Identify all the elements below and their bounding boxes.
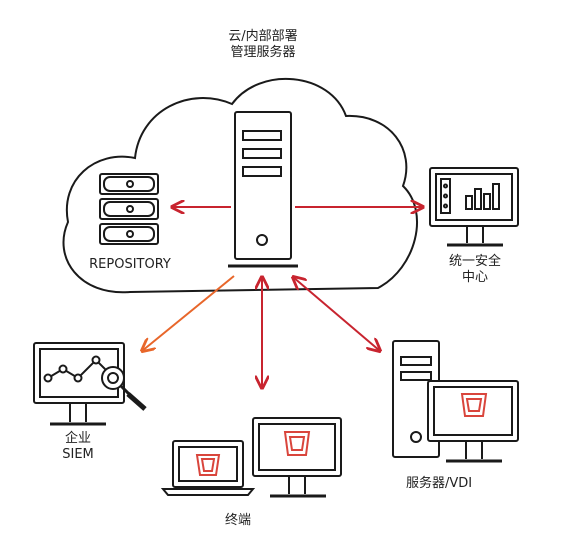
arrow-to-siem xyxy=(142,275,235,351)
logo-icon xyxy=(283,431,311,456)
logo-icon xyxy=(460,393,488,417)
management-server-icon xyxy=(228,111,298,268)
security-center-label: 统一安全 中心 xyxy=(429,254,521,286)
cloud-icon xyxy=(62,77,418,294)
arrow-servers-vdi xyxy=(293,277,380,351)
management-server-label-line2: 管理服务器 xyxy=(230,45,296,60)
repository-stack-icon xyxy=(99,173,159,245)
security-center-label-line2: 中心 xyxy=(461,270,488,285)
magnifier-icon xyxy=(101,366,147,411)
management-server-label-line1: 云/内部部署 xyxy=(228,29,298,44)
monitor-icon xyxy=(252,417,342,498)
security-center-label-line1: 统一安全 xyxy=(448,254,501,269)
repository-label: REPOSITORY xyxy=(89,257,171,272)
management-server-label: 云/内部部署 管理服务器 xyxy=(176,29,350,61)
siem-label-line1: 企业 xyxy=(64,431,91,446)
dashboard-monitor-icon xyxy=(429,167,519,247)
servers-vdi-label: 服务器/VDI xyxy=(405,476,473,491)
siem-label-line2: SIEM xyxy=(62,447,94,462)
endpoints-label: 终端 xyxy=(224,513,251,528)
siem-label: 企业 SIEM xyxy=(36,431,120,463)
laptop-icon xyxy=(160,440,256,496)
logo-icon xyxy=(195,454,221,476)
